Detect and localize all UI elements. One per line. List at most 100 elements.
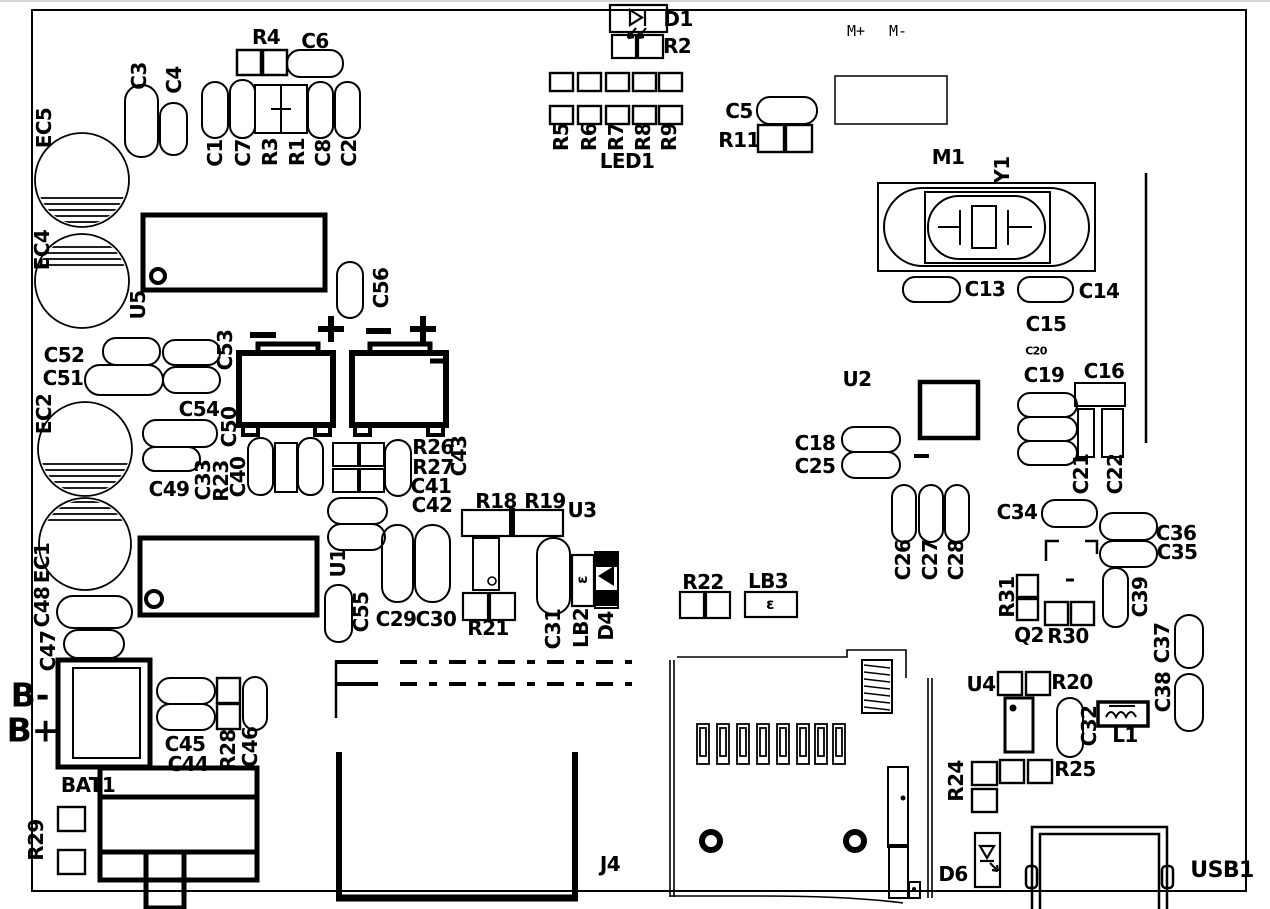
- label-C37: C37: [1150, 622, 1174, 664]
- label-R22: R22: [682, 570, 724, 594]
- label-C22: C22: [1103, 453, 1127, 495]
- label-LB2: LB2: [569, 607, 593, 649]
- label-U3: U3: [567, 498, 598, 522]
- label-D4: D4: [594, 611, 618, 641]
- label-B-minus: B-: [10, 675, 50, 715]
- label-C40: C40: [226, 456, 250, 498]
- label-D1: D1: [663, 7, 693, 31]
- label-C31: C31: [541, 608, 565, 650]
- label-Y1: Y1: [990, 156, 1014, 184]
- label-C19: C19: [1023, 363, 1065, 387]
- speaker-footprints: [236, 316, 449, 437]
- label-Q2: Q2: [1014, 623, 1044, 647]
- ic-u1: [137, 535, 320, 618]
- label-C56: C56: [369, 267, 393, 309]
- lb3-ferrite-symbol: ε: [766, 595, 774, 613]
- label-R25: R25: [1054, 757, 1096, 781]
- label-R11: R11: [718, 128, 760, 152]
- label-EC4: EC4: [30, 229, 54, 271]
- label-C34: C34: [996, 500, 1038, 524]
- label-C39: C39: [1128, 576, 1152, 618]
- label-C41: C41: [410, 474, 452, 498]
- j4-connector: [334, 660, 632, 902]
- label-L1: L1: [1112, 723, 1138, 747]
- mid-cluster: [460, 508, 799, 622]
- label-C5: C5: [725, 99, 753, 123]
- label-B-plus: B+: [6, 710, 60, 750]
- label-R21: R21: [467, 616, 509, 640]
- label-C4: C4: [162, 66, 186, 94]
- board-outline: [31, 9, 1247, 892]
- lb2-ferrite-symbol: ε: [573, 576, 591, 584]
- label-R28: R28: [216, 729, 240, 771]
- label-R18: R18: [475, 489, 517, 513]
- label-C2: C2: [337, 139, 361, 167]
- usb-connector: [1024, 825, 1175, 909]
- label-U5: U5: [126, 290, 150, 320]
- label-R4: R4: [251, 25, 281, 49]
- label-C6: C6: [301, 29, 329, 53]
- label-LB3: LB3: [747, 569, 789, 593]
- label-U4: U4: [966, 672, 997, 696]
- label-LED1: LED1: [599, 149, 655, 173]
- label-C45: C45: [164, 732, 206, 756]
- left-mid-passives: [84, 337, 451, 643]
- ic-u5: [140, 212, 328, 293]
- led-d1-footprint: [608, 3, 669, 60]
- label-R1: R1: [285, 137, 309, 167]
- label-C14: C14: [1078, 279, 1120, 303]
- label-D6: D6: [938, 862, 968, 886]
- label-R27: R27: [412, 455, 454, 479]
- label-C46: C46: [238, 726, 262, 768]
- label-C49: C49: [148, 477, 190, 501]
- label-R7: R7: [604, 122, 628, 152]
- label-R31: R31: [995, 576, 1019, 618]
- label-R8: R8: [631, 122, 655, 152]
- label-M1: M1: [931, 145, 965, 169]
- crystal-m1-y1: [877, 182, 1096, 303]
- battery-area: [55, 595, 268, 909]
- label-C16: C16: [1083, 359, 1125, 383]
- label-C3: C3: [127, 62, 151, 90]
- label-M-minus: M-: [888, 22, 908, 40]
- label-M-plus: M+: [846, 22, 866, 40]
- sd-card-connector: [669, 649, 933, 904]
- label-C21: C21: [1069, 453, 1093, 495]
- c5-r11-motor-pads: [756, 75, 948, 154]
- label-R6: R6: [577, 122, 601, 152]
- label-EC1: EC1: [30, 542, 54, 584]
- label-C15: C15: [1025, 312, 1067, 336]
- label-J4: J4: [599, 852, 621, 876]
- led-d6-footprint: [973, 831, 1002, 889]
- label-C30: C30: [415, 607, 457, 631]
- label-C51: C51: [42, 366, 84, 390]
- label-R29: R29: [24, 819, 48, 861]
- label-EC2: EC2: [32, 393, 56, 435]
- label-C26: C26: [891, 539, 915, 581]
- label-USB1: USB1: [1190, 858, 1254, 883]
- label-R5: R5: [549, 122, 573, 152]
- label-C1: C1: [203, 139, 227, 167]
- label-C35: C35: [1156, 540, 1198, 564]
- label-C54: C54: [178, 397, 220, 421]
- label-U1: U1: [326, 548, 350, 578]
- label-C7: C7: [231, 139, 255, 167]
- label-C38: C38: [1151, 671, 1175, 713]
- label-R20: R20: [1051, 670, 1093, 694]
- label-C42: C42: [411, 493, 453, 517]
- label-R3: R3: [258, 137, 282, 167]
- label-R9: R9: [657, 122, 681, 152]
- label-R26: R26: [412, 435, 454, 459]
- electrolytic-capacitors: [34, 132, 133, 591]
- label-C27: C27: [918, 539, 942, 581]
- label-C18: C18: [794, 431, 836, 455]
- label-C28: C28: [944, 539, 968, 581]
- ic-u2-cluster: [841, 379, 1126, 543]
- label-C29: C29: [375, 607, 417, 631]
- right-mid-cluster: [1015, 499, 1204, 732]
- label-C55: C55: [349, 591, 373, 633]
- label-C36: C36: [1155, 521, 1197, 545]
- u4-l1-cluster: [970, 670, 1150, 814]
